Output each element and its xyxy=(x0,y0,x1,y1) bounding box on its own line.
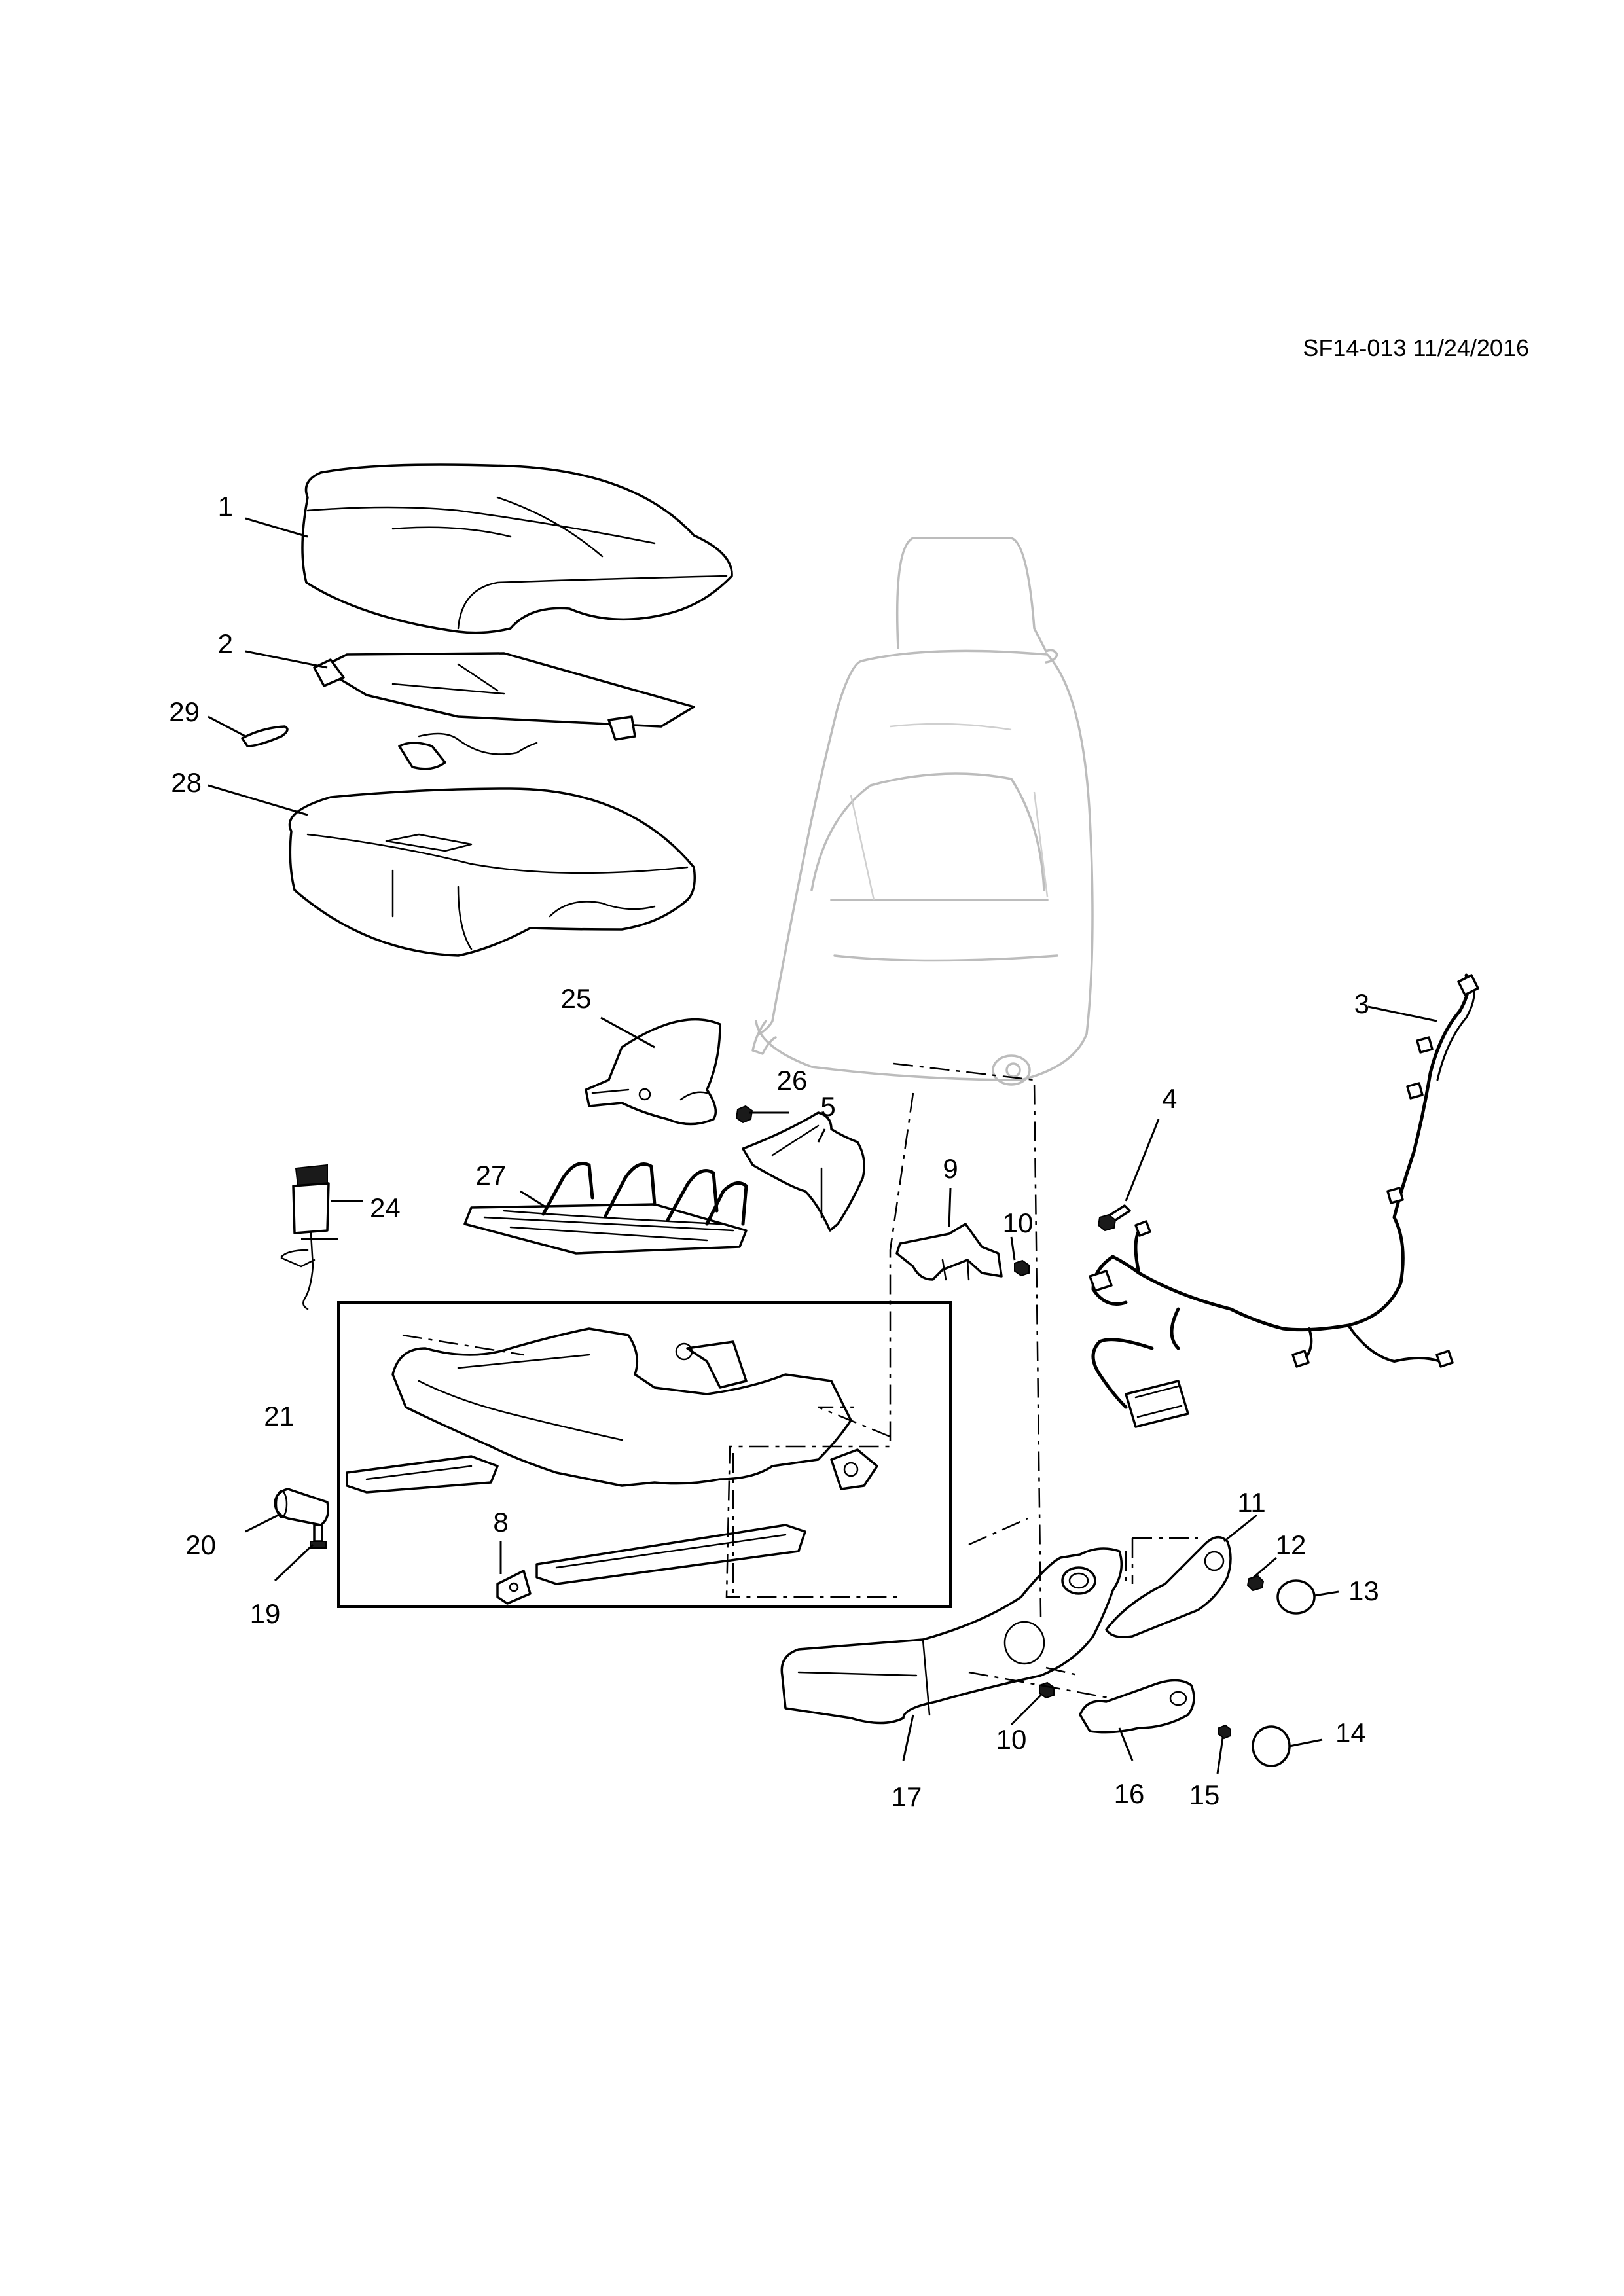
part-2-heater-pad xyxy=(313,652,695,770)
callout-15: 15 xyxy=(1189,1780,1220,1810)
leader-lines xyxy=(208,517,1437,1774)
part-16-recline-handle xyxy=(1079,1679,1195,1734)
callout-24: 24 xyxy=(370,1193,401,1223)
part-24-seat-belt-buckle xyxy=(280,1164,330,1310)
part-9-bracket xyxy=(895,1223,1003,1281)
callout-3: 3 xyxy=(1354,988,1369,1019)
part-14-cap xyxy=(1252,1725,1291,1767)
part-10-nut-upper xyxy=(1014,1259,1030,1277)
diagram-code: SF14-013 11/24/2016 xyxy=(1303,334,1529,361)
part-12-bolt xyxy=(1246,1575,1265,1592)
callout-16: 16 xyxy=(1114,1778,1145,1809)
callout-labels: 1 2 3 4 5 8 9 10 10 11 12 13 14 15 16 17… xyxy=(169,491,1379,1812)
callout-14: 14 xyxy=(1335,1717,1366,1748)
seat-back-reference xyxy=(751,537,1094,1086)
part-5-cover xyxy=(742,1111,865,1232)
callout-25: 25 xyxy=(561,983,592,1014)
callout-10-lower: 10 xyxy=(996,1724,1027,1755)
part-17-outer-shield xyxy=(780,1547,1123,1725)
callout-9: 9 xyxy=(943,1153,958,1184)
callout-26: 26 xyxy=(777,1065,808,1096)
part-11-recliner-bracket xyxy=(1105,1535,1232,1638)
part-15-retainer xyxy=(1218,1724,1231,1740)
callout-11: 11 xyxy=(1237,1487,1266,1518)
callout-28: 28 xyxy=(171,767,202,798)
callout-5: 5 xyxy=(820,1091,835,1122)
callout-4: 4 xyxy=(1162,1083,1177,1114)
callout-29: 29 xyxy=(169,696,200,727)
part-21-group-box xyxy=(337,1301,952,1608)
part-20-adjuster-handle xyxy=(274,1488,329,1526)
callout-8: 8 xyxy=(493,1507,508,1537)
callout-10-upper: 10 xyxy=(1003,1208,1034,1238)
part-28-seat-cushion-pad xyxy=(288,787,696,957)
part-19-screw xyxy=(310,1524,327,1549)
callout-1: 1 xyxy=(218,491,233,522)
callout-21: 21 xyxy=(264,1401,295,1431)
alignment-lines xyxy=(402,1062,1198,1700)
part-1-seat-cushion-cover xyxy=(301,463,733,634)
callout-20: 20 xyxy=(185,1530,216,1560)
callout-12: 12 xyxy=(1276,1530,1307,1560)
part-3-wiring-harness xyxy=(1089,973,1479,1428)
part-4-bolt xyxy=(1097,1204,1131,1232)
callout-2: 2 xyxy=(218,628,233,659)
callout-13: 13 xyxy=(1348,1575,1379,1606)
part-21-seat-adjuster xyxy=(346,1327,878,1585)
callout-19: 19 xyxy=(250,1598,281,1629)
part-25-side-shield xyxy=(585,1018,721,1126)
callout-27: 27 xyxy=(476,1160,507,1191)
part-26-bolt xyxy=(735,1105,753,1124)
part-8-stop xyxy=(496,1570,532,1605)
part-13-cap xyxy=(1276,1579,1316,1615)
callout-17: 17 xyxy=(892,1782,922,1812)
part-29-retaining-ring xyxy=(241,725,289,747)
part-27-seat-springs xyxy=(463,1162,748,1255)
